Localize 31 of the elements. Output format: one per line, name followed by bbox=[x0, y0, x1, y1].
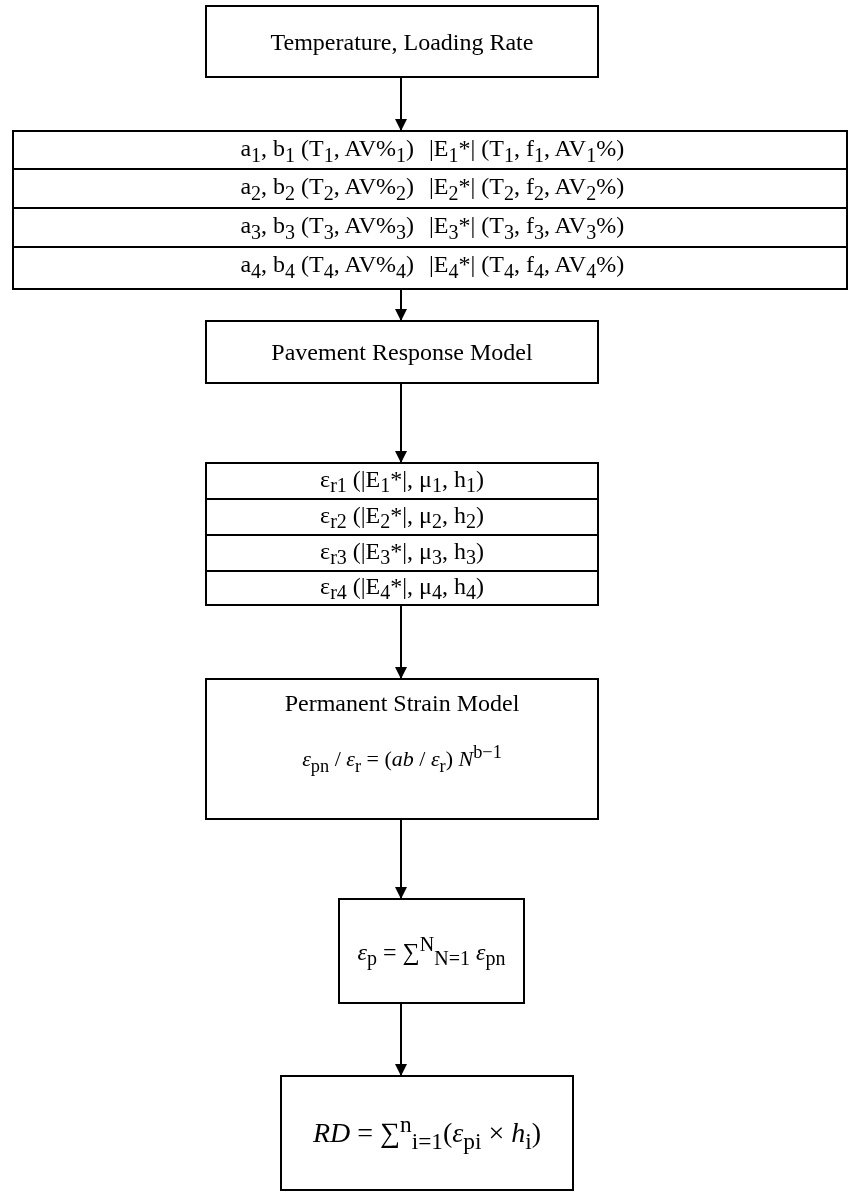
formula-box bbox=[280, 1075, 574, 1191]
box-label: Pavement Response Model bbox=[270, 338, 534, 366]
formula-text: RD = ∑$^{n}$$_{i=1}$(ε$_{pi}$ × h$_{i}$) bbox=[311, 1111, 543, 1155]
strain-label: ε$_{r2}$ (|E$_{2}$*|, μ$_{2}$, h$_{2}$) bbox=[319, 501, 485, 533]
parameter-label: a$_{3}$, b$_{3}$ (T$_{3}$, AV%$_{3}$) bbox=[240, 212, 414, 243]
modulus-label: |E$_{2}$*| (T$_{2}$, f$_{2}$, AV$_{2}$%) bbox=[429, 173, 625, 204]
formula-text: ε$_{pn}$ / ε$_{r}$ = (ab / ε$_{r}$) N$^{b−1}$ bbox=[301, 742, 503, 776]
process-box bbox=[205, 5, 599, 78]
table-box bbox=[12, 130, 848, 290]
parameter-label: a$_{1}$, b$_{1}$ (T$_{1}$, AV%$_{1}$) bbox=[240, 135, 414, 166]
arrow bbox=[395, 1002, 407, 1077]
strain-label: ε$_{r3}$ (|E$_{3}$*|, μ$_{3}$, h$_{3}$) bbox=[319, 537, 485, 569]
arrow bbox=[395, 382, 407, 464]
modulus-label: |E$_{3}$*| (T$_{3}$, f$_{3}$, AV$_{3}$%) bbox=[429, 212, 625, 243]
formula-text: ε$_{p}$ = ∑$^{N}$$_{N=1}$ ε$_{pn}$ bbox=[356, 932, 507, 970]
modulus-label: |E$_{4}$*| (T$_{4}$, f$_{4}$, AV$_{4}$%) bbox=[429, 251, 625, 282]
arrow bbox=[395, 288, 407, 322]
table-box bbox=[205, 462, 599, 606]
model-box bbox=[205, 678, 599, 820]
arrow bbox=[395, 604, 407, 680]
process-box bbox=[205, 320, 599, 384]
arrow bbox=[395, 76, 407, 132]
strain-label: ε$_{r4}$ (|E$_{4}$*|, μ$_{4}$, h$_{4}$) bbox=[319, 572, 485, 604]
formula-box bbox=[338, 898, 525, 1004]
strain-label: ε$_{r1}$ (|E$_{1}$*|, μ$_{1}$, h$_{1}$) bbox=[319, 465, 485, 497]
parameter-label: a$_{4}$, b$_{4}$ (T$_{4}$, AV%$_{4}$) bbox=[240, 251, 414, 282]
box-label: Temperature, Loading Rate bbox=[269, 28, 535, 55]
modulus-label: |E$_{1}$*| (T$_{1}$, f$_{1}$, AV$_{1}$%) bbox=[429, 135, 625, 166]
parameter-label: a$_{2}$, b$_{2}$ (T$_{2}$, AV%$_{2}$) bbox=[240, 173, 414, 204]
arrow bbox=[395, 818, 407, 900]
box-label: Permanent Strain Model bbox=[283, 690, 521, 717]
